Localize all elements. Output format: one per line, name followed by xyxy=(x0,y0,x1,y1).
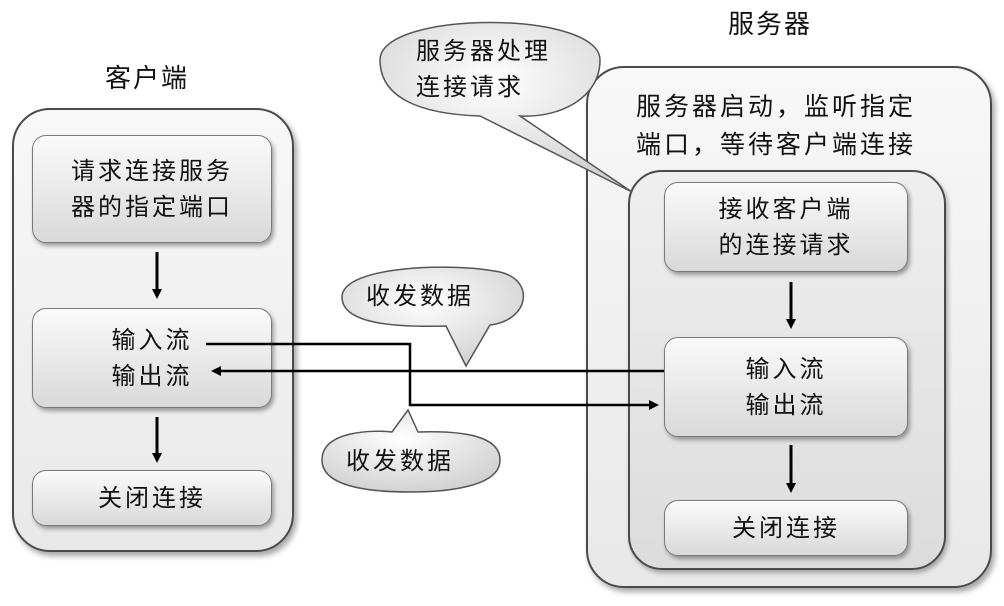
client-to-server-connector xyxy=(206,342,659,410)
client-close-box: 关闭连接 xyxy=(32,470,272,526)
client-request-box: 请求连接服务 器的指定端口 xyxy=(32,135,272,243)
data-upper-bubble xyxy=(341,266,525,368)
server-close-label: 关闭连接 xyxy=(732,514,840,542)
client-request-line-1: 请求连接服务 xyxy=(71,157,233,185)
server-output-stream: 输出流 xyxy=(745,391,827,419)
server-status-line-2: 端口，等待客户端连接 xyxy=(636,130,917,159)
server-status-line-1: 服务器启动，监听指定 xyxy=(636,92,917,121)
data-lower-bubble xyxy=(321,408,501,493)
server-input-stream: 输入流 xyxy=(745,355,827,383)
client-output-stream: 输出流 xyxy=(111,362,193,390)
client-stream-box: 输入流 输出流 xyxy=(32,308,272,408)
server-accept-box: 接收客户端 的连接请求 xyxy=(664,182,908,272)
server-accept-line-1: 接收客户端 xyxy=(718,195,854,223)
server-title: 服务器 xyxy=(728,10,813,40)
client-close-label: 关闭连接 xyxy=(98,484,206,512)
server-handle-callout-line-1: 服务器处理 xyxy=(416,37,551,65)
data-upper-callout: 收发数据 xyxy=(366,282,474,310)
server-handle-callout-line-2: 连接请求 xyxy=(416,73,524,101)
server-handle-bubble xyxy=(379,21,633,193)
client-request-line-2: 器的指定端口 xyxy=(71,193,233,221)
client-input-stream: 输入流 xyxy=(111,326,193,354)
client-title: 客户端 xyxy=(105,64,190,94)
server-stream-box: 输入流 输出流 xyxy=(664,337,908,437)
data-lower-callout: 收发数据 xyxy=(346,447,454,475)
server-accept-line-2: 的连接请求 xyxy=(718,231,854,259)
server-close-box: 关闭连接 xyxy=(664,500,908,556)
